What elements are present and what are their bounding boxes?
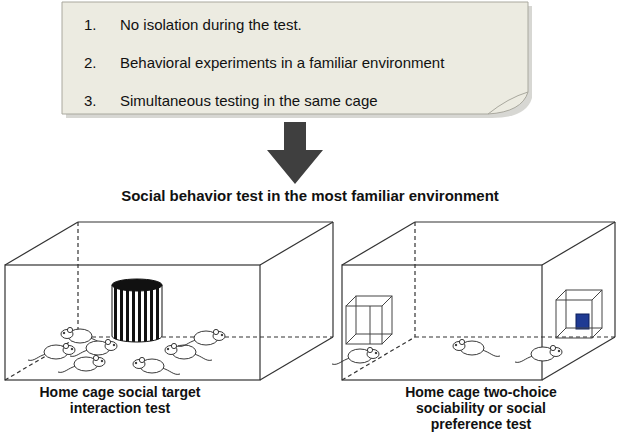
striped-cylinder (112, 279, 162, 342)
down-arrow (267, 122, 323, 184)
cage-right (342, 222, 615, 380)
mouse (58, 355, 105, 372)
section-heading: Social behavior test in the most familia… (0, 187, 620, 205)
mouse (515, 345, 562, 362)
mouse (70, 339, 117, 356)
note-box: 1. No isolation during the test. 2. Behavio… (62, 2, 532, 118)
mouse (165, 343, 212, 360)
list-number: 3. (84, 92, 97, 110)
list-item: Behavioral experiments in a familiar env… (120, 54, 444, 72)
mouse (332, 347, 379, 364)
mouse (28, 343, 75, 360)
wire-cup-left (346, 296, 392, 344)
mouse (178, 329, 225, 346)
cage-panel: Home cage social target interaction test (0, 215, 340, 440)
test-caption: Home cage social target interaction test (15, 384, 225, 416)
cage-left (5, 222, 333, 380)
list-number: 1. (84, 16, 97, 34)
wire-cup-right (556, 290, 602, 338)
list-item: Simultaneous testing in the same cage (120, 92, 378, 110)
mouse (133, 357, 180, 374)
test-caption: Home cage two-choice sociability or soci… (395, 384, 567, 432)
mouse (453, 339, 500, 356)
cage-panel: Home cage two-choice sociability or soci… (335, 215, 620, 440)
list-item: No isolation during the test. (120, 16, 302, 34)
list-number: 2. (84, 54, 97, 72)
